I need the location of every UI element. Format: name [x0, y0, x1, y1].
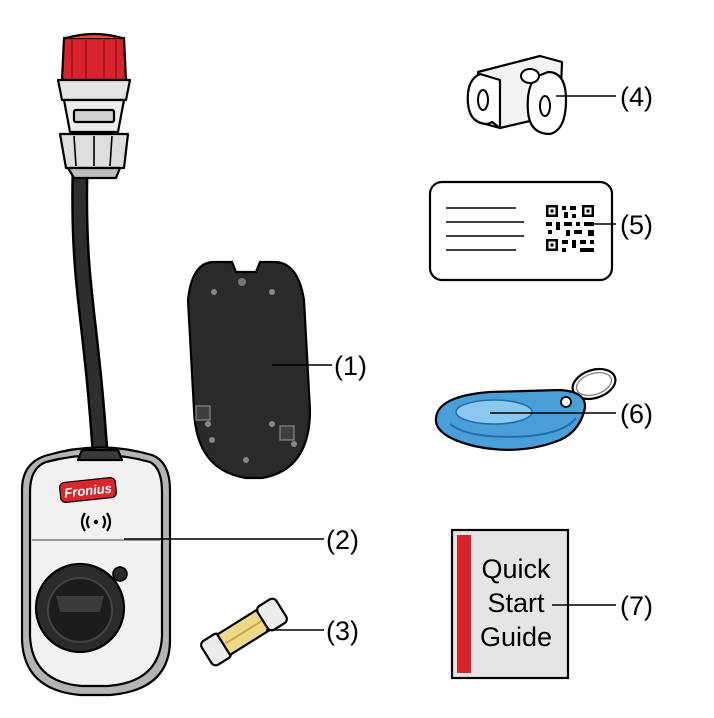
fuse-cartridge	[200, 597, 288, 667]
charger-unit: Fronius	[20, 446, 172, 697]
guide-line-1: Quick	[481, 554, 551, 584]
rfid-reader-icon	[80, 512, 112, 532]
cee-plug	[56, 32, 132, 180]
type2-socket	[34, 562, 126, 654]
callout-7: (7)	[620, 591, 653, 621]
brand-label: Fronius	[64, 481, 113, 501]
callout-5: (5)	[620, 210, 653, 240]
callout-2: (2)	[326, 525, 359, 555]
leader-lines	[124, 95, 616, 631]
callout-labels: (1) (2) (3) (4) (5) (6) (7)	[326, 82, 653, 646]
rfid-key-fob	[434, 367, 617, 451]
qr-code-icon	[546, 205, 594, 252]
quick-start-guide-booklet: Quick Start Guide	[450, 528, 570, 680]
guide-line-2: Start	[487, 588, 545, 618]
callout-4: (4)	[620, 82, 653, 112]
wall-bracket	[186, 260, 312, 480]
fronius-badge: Fronius	[59, 477, 117, 503]
callout-3: (3)	[326, 616, 359, 646]
supply-cable	[71, 163, 109, 459]
guide-line-3: Guide	[480, 622, 552, 652]
guide-red-stripe	[457, 535, 471, 673]
qr-card	[428, 180, 614, 282]
u-bracket	[466, 54, 568, 136]
callout-1: (1)	[334, 351, 367, 381]
status-led-icon	[112, 566, 128, 582]
callout-6: (6)	[620, 399, 653, 429]
